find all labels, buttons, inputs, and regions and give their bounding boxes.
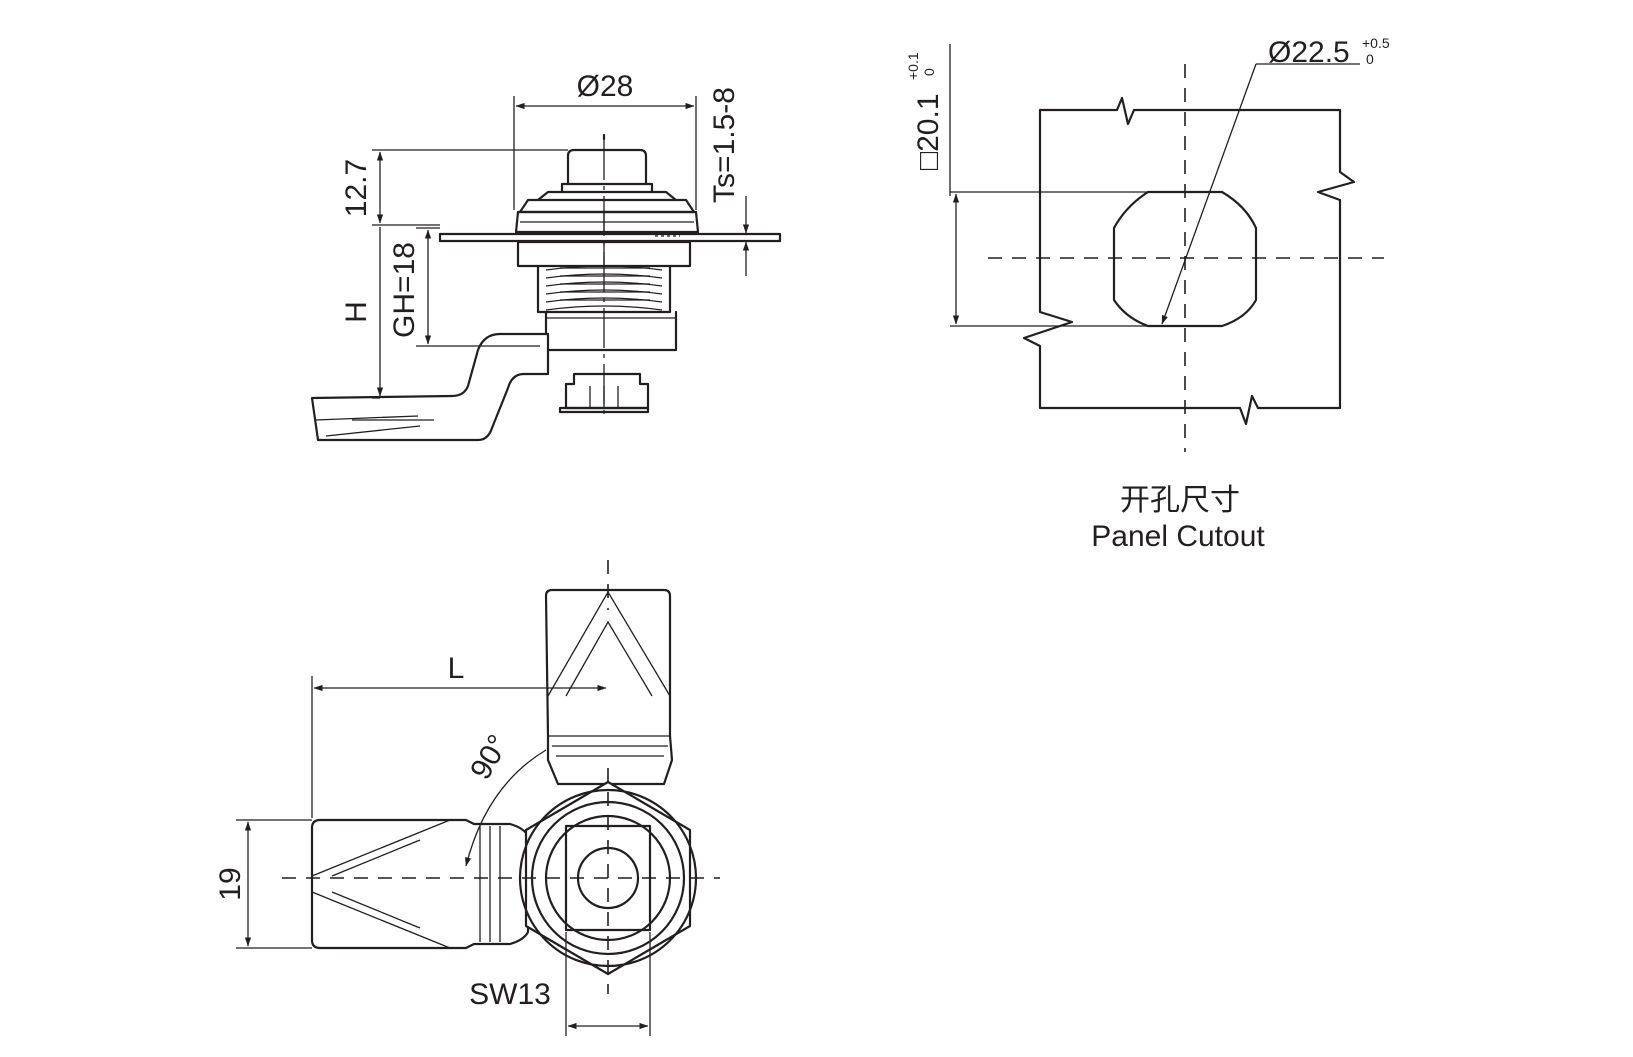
dim-length-l: L — [448, 652, 465, 685]
dim-h: H — [340, 301, 373, 323]
panel-outline — [1022, 96, 1356, 426]
mounting-nut — [516, 240, 692, 268]
cam-horizontal — [310, 818, 530, 950]
dim-angle-90: 90° — [464, 729, 515, 785]
svg-text:+0.5: +0.5 — [1362, 35, 1390, 51]
panel-cutout-title-en: Panel Cutout — [1091, 520, 1265, 553]
svg-text:□20.1: □20.1 — [912, 93, 945, 170]
lock-flange — [514, 210, 700, 234]
dim-wrench-sw13: SW13 — [469, 978, 551, 1011]
svg-text:0: 0 — [1366, 51, 1374, 67]
lock-knob — [566, 148, 648, 186]
dim-width-19: 19 — [214, 867, 247, 900]
panel-cutout-title-cn: 开孔尺寸 — [1120, 484, 1240, 517]
lock-collar — [518, 182, 696, 214]
dim-height-12-7: 12.7 — [340, 159, 373, 217]
side-view: Ø28 12.7 GH=18 H Ts=1.5-8 — [310, 70, 782, 442]
dim-diameter-22-5: Ø22.5 +0.5 0 — [1268, 35, 1390, 69]
dim-diameter-28: Ø28 — [577, 70, 634, 103]
dim-panel-thickness: Ts=1.5-8 — [708, 87, 741, 203]
dim-grip-height: GH=18 — [388, 242, 421, 338]
cutout-shape — [1112, 190, 1258, 328]
svg-text:0: 0 — [921, 68, 937, 76]
bottom-view: L 90° 19 SW13 — [214, 560, 720, 1036]
dim-square-20-1: □20.1 +0.1 0 — [905, 52, 945, 170]
svg-text:+0.1: +0.1 — [905, 52, 921, 80]
lock-housing — [544, 310, 678, 352]
cam-latch — [310, 332, 550, 442]
cam-screw — [564, 372, 650, 410]
mounting-panel — [438, 232, 782, 243]
panel-cutout-view: □20.1 +0.1 0 Ø22.5 +0.5 0 开孔尺寸 Panel Cut… — [905, 35, 1390, 553]
svg-text:Ø22.5: Ø22.5 — [1268, 36, 1350, 69]
cam-rotated — [544, 588, 674, 786]
